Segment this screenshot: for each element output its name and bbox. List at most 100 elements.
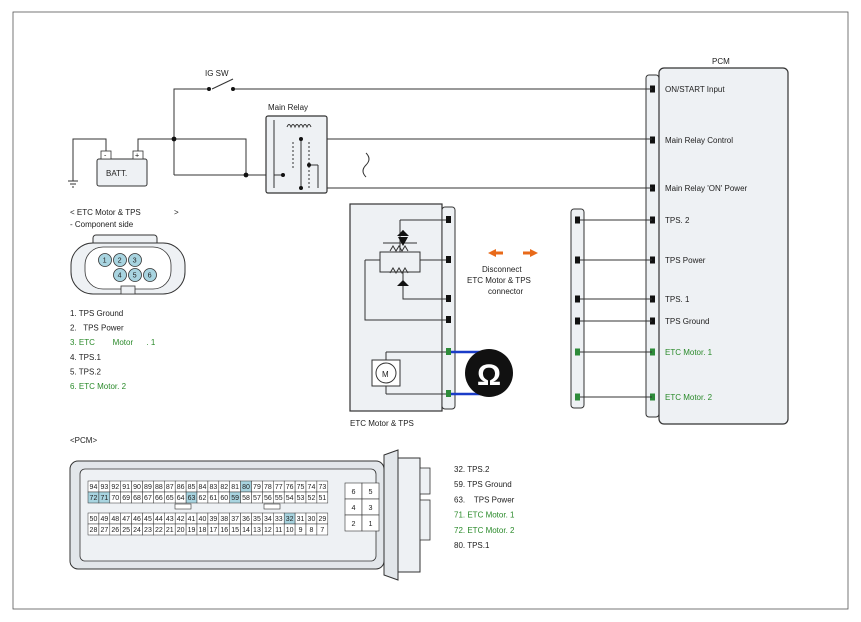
pcm-connector-pin-label: 52 (308, 495, 316, 502)
pcm-pin-list-item: 32. TPS.2 (454, 465, 490, 474)
pcm-terminal-label: ETC Motor. 1 (665, 348, 713, 357)
pcm-terminal-pin (650, 348, 655, 356)
etc-header: < ETC Motor & TPS (70, 208, 141, 217)
pcm-connector-pin-label: 43 (166, 516, 174, 523)
pcm-connector-pin-label: 15 (231, 527, 239, 534)
pcm-connector-pin-label: 20 (177, 527, 185, 534)
pcm-connector-pin-label: 92 (111, 484, 119, 491)
harness-connector-strip (570, 208, 585, 409)
pcm-connector-pin-label: 61 (209, 495, 217, 502)
pcm-connector-pin-label: 76 (286, 484, 294, 491)
pcm-connector-pin-label: 84 (199, 484, 207, 491)
pcm-connector-pin-label: 16 (220, 527, 228, 534)
pcm-connector-pin-label: 12 (264, 527, 272, 534)
pcm-title: PCM (712, 57, 730, 66)
etc-connector-pin (98, 253, 112, 267)
pcm-connector-pin-label: 18 (199, 527, 207, 534)
ground-symbol (68, 180, 78, 188)
pcm-terminal-pin (650, 393, 655, 401)
pcm-connector-pin-label: 38 (220, 516, 228, 523)
tps-arrow (397, 280, 409, 286)
pcm-connector-pin-label: 90 (133, 484, 141, 491)
etc-pin-list-item: 4. TPS.1 (70, 353, 102, 362)
pcm-connector-pin-label: 58 (242, 495, 250, 502)
pcm-connector-pin-label: 80 (242, 484, 250, 491)
pcm-small-block-pin-label: 6 (352, 487, 356, 496)
pcm-connector-pin-label: 72 (90, 495, 98, 502)
pcm-connector-pin-label: 63 (188, 495, 196, 502)
etc-terminal (446, 348, 451, 355)
pcm-connector-pin-label: 55 (275, 495, 283, 502)
pcm-connector-pin-label: 9 (299, 527, 303, 534)
pcm-connector-pin-label: 51 (318, 495, 326, 502)
pcm-connector-pin-label: 64 (177, 495, 185, 502)
pcm-connector-pin-label: 57 (253, 495, 261, 502)
pcm-connector-pin-label: 24 (133, 527, 141, 534)
battery-plus-terminal (132, 150, 144, 160)
pcm-connector-pin-label: 65 (166, 495, 174, 502)
disconnect-text: ETC Motor & TPS (467, 276, 531, 285)
etc-connector-pin (113, 253, 127, 267)
main-relay-box (265, 115, 328, 194)
pcm-connector-pin-label: 11 (275, 527, 282, 534)
pcm-connector-pin-label: 77 (275, 484, 283, 491)
tps-arrow (397, 230, 409, 236)
pcm-connector-pin-label: 45 (144, 516, 152, 523)
pcm-connector-pin-label: 22 (155, 527, 163, 534)
pcm-terminal-pin (650, 256, 655, 264)
pcm-connector-pin-label: 54 (286, 495, 294, 502)
pcm-connector-pin-label: 33 (275, 516, 283, 523)
pcm-connector-pin-label: 32 (286, 516, 294, 523)
etc-connector-pin-label: 2 (118, 256, 122, 265)
pcm-connector-pin-label: 49 (100, 516, 108, 523)
disconnect-arrows (488, 249, 538, 257)
pcm-connector-pin-label: 42 (177, 516, 185, 523)
pcm-connector-pin-label: 78 (264, 484, 272, 491)
pcm-connector-pin-label: 91 (122, 484, 130, 491)
pcm-connector-pin-label: 47 (122, 516, 130, 523)
pcm-terminal-label: ON/START Input (665, 85, 725, 94)
etc-connector-pin (128, 253, 142, 267)
pcm-connector-pin (316, 491, 329, 504)
motor-symbol: M (382, 370, 389, 379)
ig-switch-contact (231, 87, 235, 91)
pcm-pin-list-item: 63. TPS Power (454, 495, 515, 504)
etc-terminal-strip (441, 206, 456, 410)
diagram-frame (12, 11, 849, 610)
pcm-connector-pin-label: 70 (111, 495, 119, 502)
etc-connector-drawing (70, 234, 186, 295)
disconnect-text: connector (488, 287, 523, 296)
ig-switch-contact (207, 87, 211, 91)
etc-header-arrow: > (174, 208, 179, 217)
pcm-terminal-pin (650, 136, 655, 144)
pcm-pin-list-item: 71. ETC Motor. 1 (454, 511, 515, 520)
etc-terminal (446, 216, 451, 223)
pcm-terminal-label: TPS. 1 (665, 295, 690, 304)
pcm-connector-pin-label: 39 (209, 516, 217, 523)
pcm-pin-list-item: 80. TPS.1 (454, 541, 490, 550)
pcm-terminal-pin (650, 295, 655, 303)
pcm-connector-pin (316, 523, 329, 536)
pcm-connector-pin-label: 48 (111, 516, 119, 523)
etc-pin-list-item: 5. TPS.2 (70, 367, 102, 376)
pcm-connector-pin-label: 26 (111, 527, 119, 534)
pcm-connector-pin-label: 28 (90, 527, 98, 534)
etc-box-caption: ETC Motor & TPS (350, 419, 414, 428)
pcm-connector-pin-label: 10 (286, 527, 294, 534)
pcm-connector-pin-label: 25 (122, 527, 130, 534)
pcm-terminal-label: Main Relay 'ON' Power (665, 184, 748, 193)
etc-connector-pin-label: 4 (118, 271, 122, 280)
pcm-connector-pin-label: 69 (122, 495, 130, 502)
harness-terminal (575, 216, 580, 224)
pcm-connector-pin-label: 59 (231, 495, 239, 502)
pcm-connector-pin-label: 75 (297, 484, 305, 491)
etc-connector-pin-label: 1 (103, 256, 107, 265)
ohm-symbol: Ω (477, 359, 501, 392)
pcm-connector-pin-label: 71 (100, 495, 108, 502)
pcm-connector-pin-label: 89 (144, 484, 152, 491)
pcm-connector-pin-label: 46 (133, 516, 141, 523)
pcm-pin-list-item: 72. ETC Motor. 2 (454, 526, 515, 535)
